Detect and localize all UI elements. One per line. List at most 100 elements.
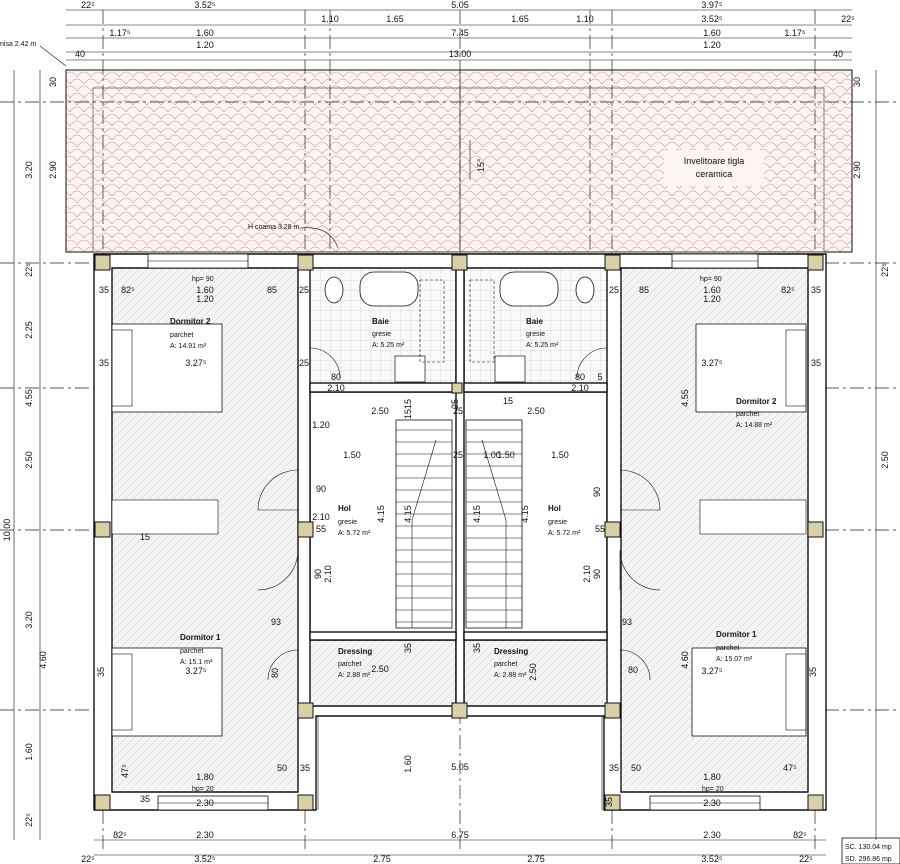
svg-text:A: 15.07 m²: A: 15.07 m²	[716, 656, 753, 663]
dim-top_row3-3: 1.60	[703, 28, 721, 38]
svg-text:Dormitor 1: Dormitor 1	[180, 633, 221, 642]
dim-top_row1-2: 5.05	[451, 0, 469, 10]
dim-interior-8: 82⁵	[781, 285, 795, 295]
dim-interior-71: 2.30	[196, 798, 214, 808]
dim-interior-2: 1.60	[196, 285, 214, 295]
dim-interior-5: 25	[609, 285, 619, 295]
room-baie-right: Baie gresie A: 5.25 m²	[526, 317, 559, 349]
dim-interior-18: 2.10	[327, 383, 345, 393]
dim-top_row2-0: 1.10	[321, 14, 339, 24]
svg-text:15°: 15°	[476, 158, 486, 172]
dim-interior-7: 1.60	[703, 285, 721, 295]
dim-left-8: 3.20	[24, 611, 34, 629]
dim-interior-64: 50	[277, 763, 287, 773]
room-dormitor-1-right: Dormitor 1 parchet A: 15.07 m²	[716, 630, 757, 663]
room-dressing-left: Dressing parchet A: 2.88 m²	[338, 647, 372, 679]
dim-bottom_row2-2: 2.75	[373, 854, 391, 864]
surface-totals: SC. 130.04 mp SD. 296.86 mp	[841, 837, 900, 864]
dim-interior-21: 25	[450, 399, 460, 409]
svg-text:Dressing: Dressing	[494, 647, 528, 656]
svg-text:A: 5.25 m²: A: 5.25 m²	[372, 342, 405, 349]
svg-text:parchet: parchet	[338, 661, 361, 668]
svg-text:A: 14.88 m²: A: 14.88 m²	[736, 422, 773, 429]
dim-interior-52: 2.50	[528, 663, 538, 681]
built-area: SC. 130.04 mp	[845, 844, 892, 851]
dim-left-5: 4.55	[24, 389, 34, 407]
dim-interior-60: 35	[472, 643, 482, 653]
room-dormitor-2-left: Dormitor 2 parchet A: 14.91 m²	[170, 317, 211, 350]
dim-bottom_row1-0: 82⁵	[113, 830, 127, 840]
svg-text:A: 5.25 m²: A: 5.25 m²	[526, 342, 559, 349]
dim-interior-58: 35	[808, 667, 818, 677]
dim-top_row4-1: 1.20	[703, 40, 721, 50]
dim-interior-43: 55	[595, 524, 605, 534]
roof-material-line-1: Invelitoare tigla	[684, 156, 745, 166]
dim-left-9: 4.60	[38, 651, 48, 669]
dim-interior-27: 25	[453, 406, 463, 416]
svg-text:Dressing: Dressing	[338, 647, 372, 656]
dim-interior-46: 2.10	[323, 565, 333, 583]
dim-interior-0: 35	[99, 285, 109, 295]
dim-top_row3-2: 7.45	[451, 28, 469, 38]
dim-interior-65: 35	[300, 763, 310, 773]
room-baie-left: Baie gresie A: 5.25 m²	[372, 317, 405, 349]
dim-top_row4-0: 1.20	[196, 40, 214, 50]
doors	[257, 347, 661, 681]
svg-text:parchet: parchet	[494, 661, 517, 668]
dim-interior-41: 4.15	[520, 505, 530, 523]
sill-height-bottom-right: hp= 20	[702, 786, 724, 793]
dim-interior-70: 1.80	[703, 772, 721, 782]
dim-left-7: 10.00	[2, 519, 12, 542]
dim-interior-73: 35	[140, 794, 150, 804]
dim-interior-69: 1.80	[196, 772, 214, 782]
dim-left-6: 2.50	[24, 451, 34, 469]
svg-text:A: 5.72 m²: A: 5.72 m²	[338, 530, 371, 537]
room-dormitor-2-right: Dormitor 2 parchet A: 14.88 m²	[736, 397, 777, 429]
svg-text:parchet: parchet	[716, 645, 739, 652]
dim-bottom_row2-4: 3.52⁵	[701, 854, 723, 864]
dim-interior-68: 47⁵	[783, 763, 797, 773]
dim-top_row2-1: 1.65	[386, 14, 404, 24]
svg-text:A: 14.91 m²: A: 14.91 m²	[170, 343, 207, 350]
dim-interior-45: 90	[592, 569, 602, 579]
dim-interior-28: 1.50	[343, 450, 361, 460]
dim-interior-17: 80	[331, 372, 341, 382]
dim-interior-59: 35	[403, 643, 413, 653]
dim-interior-10: 1.20	[196, 294, 214, 304]
dim-interior-11: 1.20	[703, 294, 721, 304]
dim-interior-56: 3.27⁵	[701, 666, 723, 676]
dim-interior-54: 80	[628, 665, 638, 675]
dim-interior-55: 3.27⁵	[185, 666, 207, 676]
dim-right-4: 4.55	[680, 389, 690, 407]
svg-text:Dormitor 2: Dormitor 2	[736, 397, 777, 406]
dim-top_row1-1: 3.52⁵	[194, 0, 216, 10]
dim-interior-6: 85	[639, 285, 649, 295]
dim-bottom_row2-0: 22⁵	[81, 854, 95, 864]
svg-text:parchet: parchet	[170, 332, 193, 339]
dim-interior-31: 15	[403, 409, 413, 419]
dim-interior-22: 2.50	[527, 406, 545, 416]
sill-height-top-left: hp= 90	[192, 276, 214, 283]
dim-top_row5-1: 13.00	[449, 49, 472, 59]
dim-interior-42: 55	[316, 524, 326, 534]
svg-text:Hol: Hol	[338, 504, 351, 513]
sill-height-bottom-left: hp= 20	[192, 786, 214, 793]
dim-interior-74: 35	[604, 797, 614, 807]
dim-top_row5-0: 40	[75, 49, 85, 59]
dim-interior-47: 2.10	[582, 565, 592, 583]
dim-left-0: 30	[48, 77, 58, 87]
dim-bottom_row2-1: 3.52⁵	[194, 854, 216, 864]
roof: 15° Invelitoare tigla ceramica H coama 3…	[0, 41, 853, 253]
dim-interior-53: 80	[270, 668, 280, 678]
svg-text:A: 2.88 m²: A: 2.88 m²	[494, 672, 527, 679]
dim-top_row5-2: 40	[833, 49, 843, 59]
dim-interior-23: 2.10	[571, 383, 589, 393]
room-hol-left: Hol gresie A: 5.72 m²	[338, 504, 371, 537]
dim-top_row1-0: 22⁵	[81, 0, 95, 10]
dim-interior-67: 50	[631, 763, 641, 773]
furniture	[111, 271, 807, 737]
svg-text:A: 5.72 m²: A: 5.72 m²	[548, 530, 581, 537]
slope-label: 15°	[469, 140, 486, 180]
